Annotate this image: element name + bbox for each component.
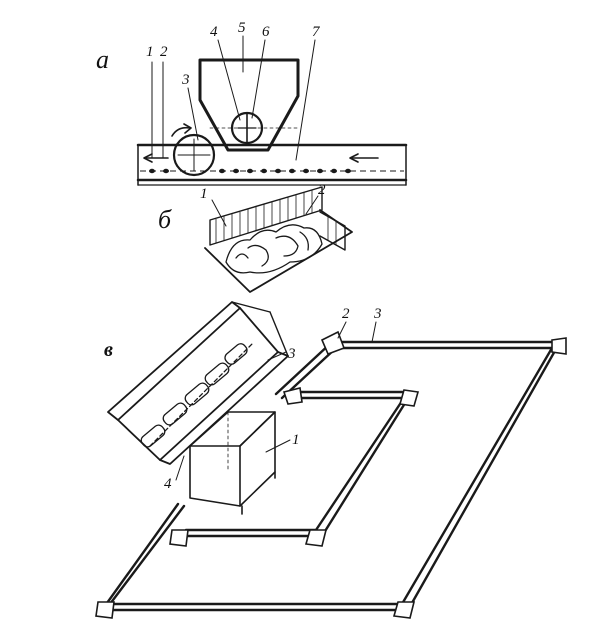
panel-a-num-4: 4 [210, 24, 218, 40]
conveyor-track [136, 143, 408, 186]
flow-arrows [143, 123, 379, 163]
panel-b-label: б [158, 205, 172, 234]
panel-c: в [95, 301, 567, 619]
panel-a-label: а [96, 45, 109, 74]
panel-a-num-6: 6 [262, 24, 270, 40]
trough-hatching [215, 190, 337, 245]
panel-c-num-4: 4 [164, 476, 172, 492]
flight-chain [140, 343, 253, 448]
panel-b: б 1 [158, 182, 353, 293]
panel-a-num-7: 7 [312, 24, 321, 40]
panel-a-num-1: 1 [146, 44, 154, 60]
drag-chain [140, 168, 404, 174]
panel-a-leaders [151, 35, 316, 161]
panel-c-num-2: 2 [342, 306, 350, 322]
hopper [198, 58, 300, 152]
drive-drum [172, 133, 216, 177]
panel-a-num-3: 3 [181, 72, 190, 88]
panel-c-num-3-outer: 3 [373, 306, 382, 322]
panel-c-num-3-trough: 3 [287, 346, 296, 362]
trough-section [204, 186, 353, 293]
panel-c-leaders [175, 321, 377, 481]
panel-b-leaders [211, 195, 319, 227]
panel-b-num-1: 1 [200, 186, 208, 202]
dosing-wheel [209, 111, 301, 145]
panel-c-label: в [104, 339, 113, 361]
inclined-trough [107, 301, 289, 465]
panel-b-num-2: 2 [318, 182, 326, 198]
feed-box [189, 411, 276, 515]
material-heap [225, 224, 323, 274]
panel-a-num-5: 5 [238, 20, 246, 36]
panel-a: а [96, 20, 408, 186]
panel-a-num-2: 2 [160, 44, 168, 60]
panel-c-num-1: 1 [292, 432, 300, 448]
